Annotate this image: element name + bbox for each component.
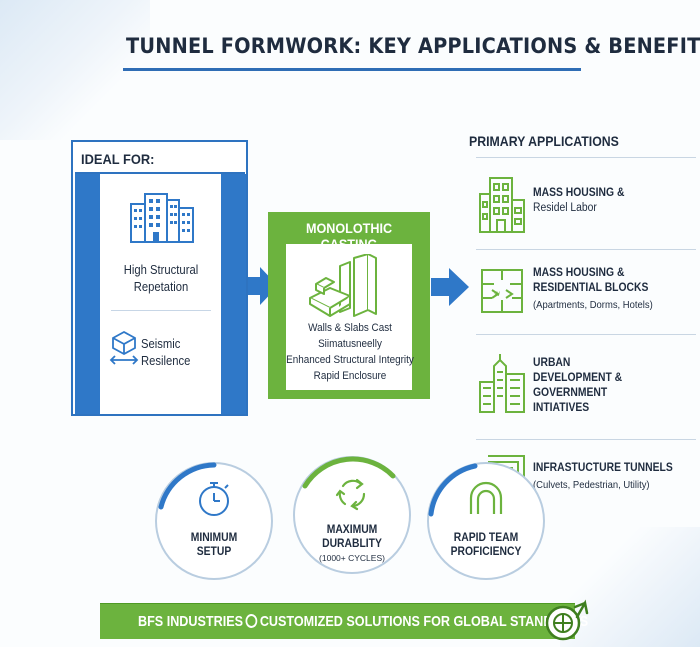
stopwatch-icon <box>199 482 229 516</box>
swirl-icon <box>245 614 258 628</box>
ideal-item-line: Repetation <box>133 280 189 294</box>
ideal-item-line: High Structural <box>123 263 199 277</box>
primary-separator <box>476 439 696 440</box>
benefit-proficiency-label: RAPID TEAM PROFICIENCY <box>433 531 539 559</box>
monolithic-description: Walls & Slabs Cast Siimatusneelly Enhanc… <box>269 320 431 384</box>
monolithic-inner-card <box>286 244 412 390</box>
application-residential-blocks-sub: (Apartments, Dorms, Hotels) <box>533 299 653 311</box>
circle-accent-arc <box>428 463 478 517</box>
banner-tagline: CUSTOMIZED SOLUTIONS FOR GLOBAL STANDARD… <box>259 613 589 630</box>
ideal-item-high-repetition: High Structural Repetation <box>100 262 222 296</box>
buildings-icon <box>130 193 194 243</box>
benefit-setup-label: MINIMUM SETUP <box>161 531 267 559</box>
ideal-for-rule <box>75 172 245 174</box>
globe-growth-icon <box>545 599 589 641</box>
ideal-for-left-bar <box>75 174 100 414</box>
application-tunnels-title: INFRASTUCTURE TUNNELS <box>533 461 673 476</box>
circle-accent-arc <box>302 456 396 489</box>
footer-banner: BFS INDUSTRIES CUSTOMIZED SOLUTIONS FOR G… <box>100 603 588 639</box>
primary-heading-rule <box>476 157 696 158</box>
apartment-building-icon <box>479 177 525 233</box>
arrow-right-icon <box>248 267 278 305</box>
ideal-for-right-bar <box>221 174 246 414</box>
application-title-line: Residel Labor <box>533 202 597 214</box>
application-title-line: GOVERNMENT <box>533 387 608 399</box>
benefit-label-line: PROFICIENCY <box>450 546 522 558</box>
banner-text: BFS INDUSTRIES CUSTOMIZED SOLUTIONS FOR G… <box>138 613 588 630</box>
monolithic-line: Rapid Enclosure <box>313 370 387 382</box>
benefit-durability-sub: (1000+ CYCLES) <box>319 553 385 563</box>
monolithic-line: Walls & Slabs Cast <box>308 322 392 334</box>
monolithic-line: Siimatusneelly <box>318 338 382 350</box>
formwork-panels-icon <box>309 254 377 317</box>
ideal-for-heading: IDEAL FOR: <box>81 151 155 167</box>
ideal-item-line: Seismic <box>141 337 181 351</box>
ideal-for-panel: IDEAL FOR: High Structural <box>71 140 248 416</box>
floor-plan-icon: W <box>481 269 523 313</box>
monolithic-casting-panel: MONOLOTHIC CASTING <box>268 212 430 399</box>
title-underline <box>123 68 581 71</box>
background-corner-bottom-right <box>560 527 700 647</box>
ideal-separator <box>111 310 211 311</box>
application-urban-development-title: URBAN DEVELOPMENT & GOVERNMENT INTIATIVE… <box>533 356 622 416</box>
application-title-line: URBAN <box>533 357 571 369</box>
ideal-item-seismic: Seismic Resilence <box>141 336 204 370</box>
city-skyline-icon <box>479 354 525 413</box>
arch-icon <box>469 481 503 514</box>
recycle-icon <box>335 478 366 511</box>
page-title: TUNNEL FORMWORK: KEY APPLICATIONS & BENE… <box>126 34 700 58</box>
application-title-line: INFRASTUCTURE TUNNELS <box>533 462 673 474</box>
benefit-label-line: DURABLITY <box>322 538 382 550</box>
primary-applications-heading: PRIMARY APPLICATIONS <box>469 133 619 149</box>
circle-accent-arc <box>158 462 217 510</box>
application-mass-housing-title: MASS HOUSING & Residel Labor <box>533 186 624 216</box>
arrow-right-icon <box>431 268 469 306</box>
application-title-line: INTIATIVES <box>533 402 590 414</box>
svg-text:W: W <box>494 291 500 298</box>
seismic-icon <box>109 330 139 365</box>
primary-separator <box>476 334 696 335</box>
application-residential-blocks-title: MASS HOUSING & RESIDENTIAL BLOCKS <box>533 266 648 296</box>
application-title-line: DEVELOPMENT & <box>533 372 623 384</box>
monolithic-line: Enhanced Structural Integrity <box>286 354 414 366</box>
benefit-label-line: RAPID TEAM <box>453 532 519 544</box>
application-tunnels-sub: (Culvets, Pedestrian, Utility) <box>533 479 650 491</box>
benefit-label-line: MAXIMUM <box>326 524 378 536</box>
ideal-item-line: Resilence <box>141 354 191 368</box>
benefit-durability-label: MAXIMUM DURABLITY <box>299 523 405 551</box>
banner-company: BFS INDUSTRIES <box>138 613 244 630</box>
application-title-line: MASS HOUSING & <box>533 267 625 279</box>
benefit-label-line: SETUP <box>196 546 232 558</box>
benefit-label-line: MINIMUM <box>190 532 238 544</box>
primary-separator <box>476 249 696 250</box>
application-title-line: MASS HOUSING & <box>533 187 625 199</box>
application-title-line: RESIDENTIAL BLOCKS <box>533 282 649 294</box>
